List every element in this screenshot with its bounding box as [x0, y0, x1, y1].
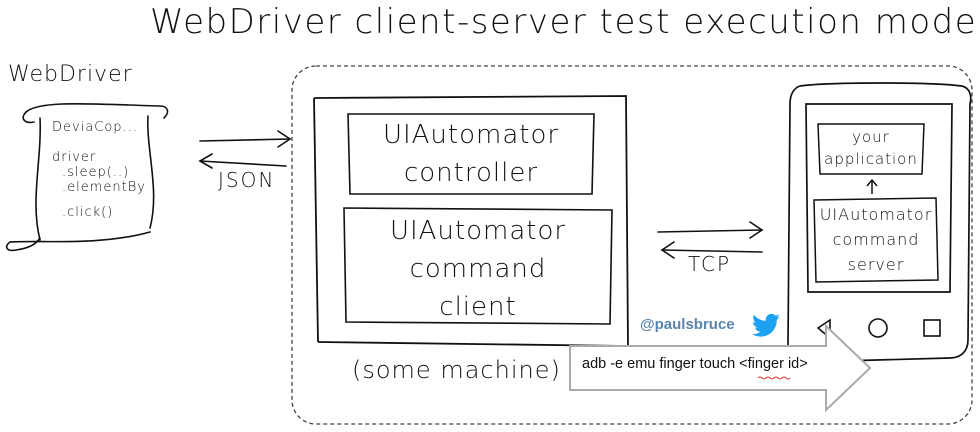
home-circle-icon: [868, 318, 888, 338]
scroll-line: DeviaCop...: [52, 120, 138, 135]
webdriver-label: WebDriver: [8, 62, 133, 87]
client-line: client: [439, 292, 517, 322]
app-line: your: [852, 128, 890, 146]
app-box: [817, 123, 925, 175]
machine-boundary: [291, 65, 973, 425]
diagram-title: WebDriver client-server test execution m…: [150, 2, 980, 42]
script-scroll: [5, 102, 169, 252]
up-arrow-icon: [866, 178, 878, 194]
client-text: UIAutomator command client: [348, 212, 608, 326]
controller-text: UIAutomator controller: [350, 116, 592, 192]
app-line: application: [824, 150, 918, 168]
server-line: server: [847, 255, 905, 274]
client-line: command: [409, 254, 547, 284]
twitter-bird-icon: [751, 313, 780, 337]
command-arrow: [569, 323, 872, 413]
json-arrows: [198, 130, 292, 169]
controller-line: controller: [403, 158, 539, 188]
spellcheck-underline: [757, 376, 791, 380]
client-line: UIAutomator: [389, 216, 567, 246]
phone-outline: [787, 82, 972, 363]
scroll-line: .click(): [62, 205, 114, 220]
tcp-label: TCP: [688, 252, 732, 276]
scroll-line: .elementBy: [62, 180, 146, 195]
server-line: command: [832, 230, 920, 249]
scroll-line: .sleep(..): [62, 165, 130, 180]
server-line: UIAutomator: [819, 205, 933, 224]
server-box: [813, 197, 939, 283]
recent-square-icon: [923, 319, 941, 337]
controller-line: UIAutomator: [382, 120, 560, 150]
twitter-handle[interactable]: @paulsbruce: [640, 316, 735, 333]
client-box: [343, 207, 613, 325]
controller-box: [347, 113, 595, 195]
machine-label: (some machine): [352, 356, 561, 384]
app-text: your application: [820, 126, 922, 170]
json-label: JSON: [218, 168, 276, 192]
command-text: adb -e emu finger touch <finger id>: [582, 356, 808, 372]
tcp-arrows: [657, 221, 764, 259]
server-text: UIAutomator command server: [816, 202, 936, 277]
scroll-line: driver: [52, 150, 97, 165]
